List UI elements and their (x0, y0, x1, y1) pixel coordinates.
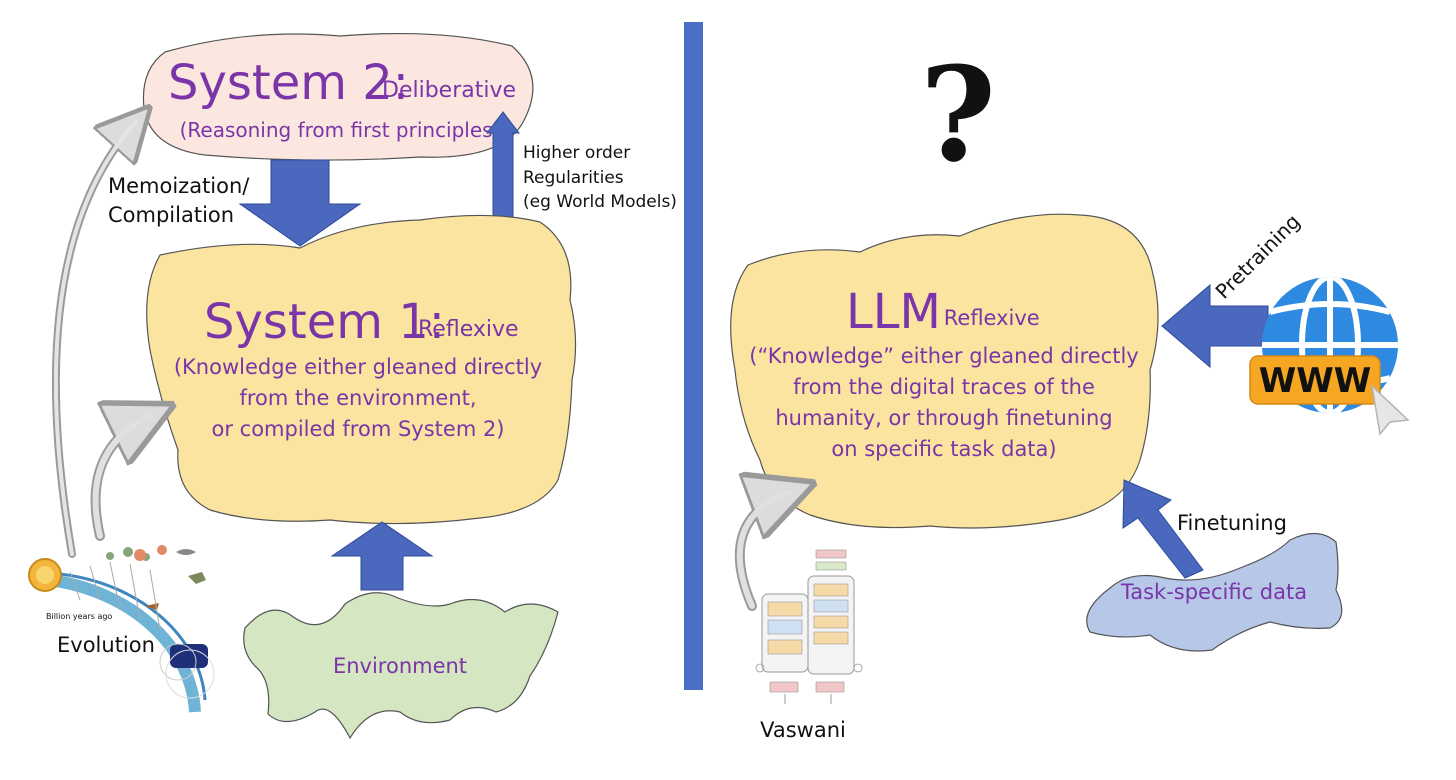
environment-label: Environment (333, 654, 467, 678)
llm-title: LLM (846, 284, 941, 340)
higher-order-label-line1: Higher order (523, 143, 630, 163)
system2-description: (Reasoning from first principles) (180, 118, 501, 142)
llm-line4: on specific task data) (831, 437, 1056, 461)
system1-qualifier: Reflexive (418, 317, 519, 342)
memoization-label-line1: Memoization/ (108, 174, 250, 198)
task-data-blob (1086, 532, 1343, 652)
evolution-timeline-image: Billion years ago (28, 545, 215, 713)
higher-order-arrow (485, 111, 521, 229)
vaswani-to-llm-arrow-inner (736, 489, 793, 609)
llm-line1: (“Knowledge” either gleaned directly (749, 344, 1138, 368)
evolution-to-system2-arrow-inner (53, 120, 138, 556)
finetuning-label: Finetuning (1177, 511, 1287, 535)
system2-qualifier: Deliberative (382, 78, 516, 103)
pretraining-arrow (1161, 283, 1269, 369)
evolution-to-system1-arrow-inner (92, 413, 153, 539)
transformer-diagram-image (755, 549, 863, 704)
question-mark-icon: ? (920, 38, 996, 191)
system2-title: System 2: (168, 55, 409, 111)
memoization-label-line2: Compilation (108, 203, 234, 227)
higher-order-label-line3: (eg World Models) (523, 192, 677, 212)
globe-icon: WWW (1249, 277, 1398, 413)
system1-title: System 1: (204, 294, 445, 350)
llm-blob (730, 213, 1159, 529)
vaswani-label: Vaswani (760, 718, 846, 742)
llm-line3: humanity, or through finetuning (775, 406, 1112, 430)
cursor-icon (1370, 383, 1410, 436)
pretraining-label: Pretraining (1211, 209, 1305, 303)
divider-line (684, 22, 703, 690)
llm-line2: from the digital traces of the (793, 375, 1095, 399)
task-data-label: Task-specific data (1120, 580, 1307, 604)
evolution-label: Evolution (57, 633, 155, 657)
system1-line2: from the environment, (239, 386, 476, 410)
finetuning-arrow (1122, 479, 1204, 579)
system1-line3: or compiled from System 2) (211, 417, 504, 441)
evolution-timeline-caption: Billion years ago (46, 612, 112, 621)
environment-arrow (330, 521, 434, 591)
llm-qualifier: : Reflexive (930, 306, 1040, 330)
system1-line1: (Knowledge either gleaned directly (174, 355, 542, 379)
higher-order-label-line2: Regularities (523, 168, 624, 188)
environment-blob (243, 592, 559, 740)
memoization-arrow (238, 159, 362, 247)
www-label: WWW (1259, 361, 1372, 401)
